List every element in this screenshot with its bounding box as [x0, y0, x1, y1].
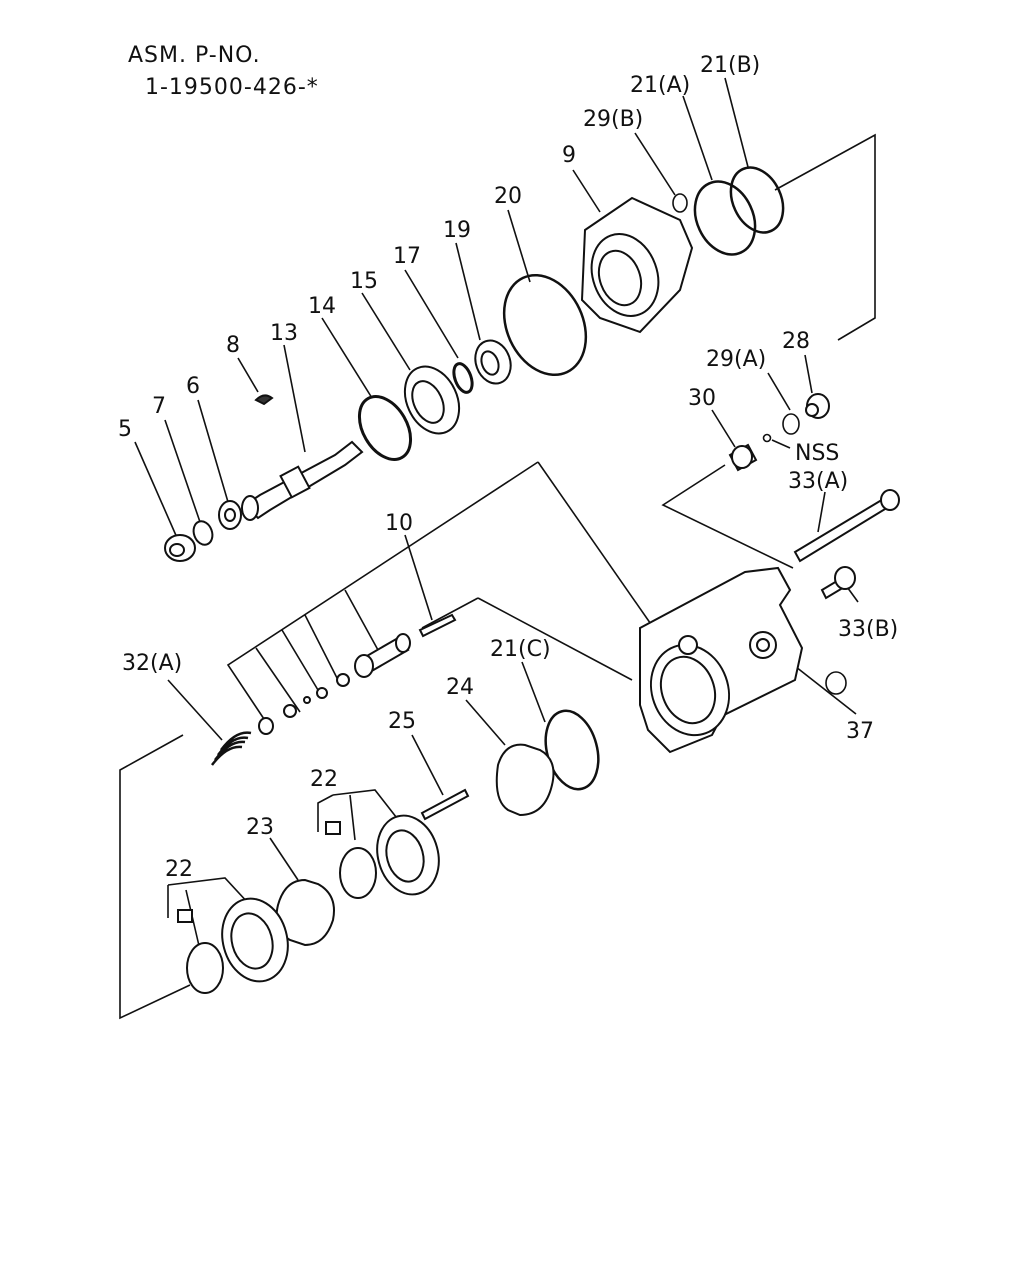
part-25-pin [420, 788, 470, 821]
label-7: 7 [152, 394, 166, 419]
label-9: 9 [562, 143, 576, 168]
part-21a-o-ring [693, 180, 757, 256]
assembly-part-number: 1-19500-426-* [145, 75, 319, 100]
part-nss-ball [762, 433, 772, 443]
part-10-valve-group [258, 613, 457, 735]
label-21b: 21(B) [700, 53, 760, 78]
label-33b: 33(B) [838, 617, 898, 642]
part-33b-bolt [820, 566, 856, 600]
label-10: 10 [385, 511, 413, 536]
label-37: 37 [846, 719, 874, 744]
part-7-snap-ring [192, 520, 214, 546]
part-15-bearing [403, 365, 461, 435]
part-13-shaft [241, 440, 364, 521]
part-22-upper-rotor-set [325, 814, 440, 899]
part-17-snap-ring [452, 362, 474, 394]
label-21c: 21(C) [490, 637, 551, 662]
label-8: 8 [226, 333, 240, 358]
part-33a-bolt [793, 489, 900, 563]
label-30: 30 [688, 386, 716, 411]
label-23: 23 [246, 815, 274, 840]
label-29a: 29(A) [706, 347, 766, 372]
part-14-retaining-ring [357, 395, 413, 461]
label-5: 5 [118, 417, 132, 442]
label-33a: 33(A) [788, 469, 848, 494]
label-29b: 29(B) [583, 107, 643, 132]
part-24-plate [495, 743, 555, 817]
part-22-lower-rotor-set [177, 897, 289, 994]
label-28: 28 [782, 329, 810, 354]
part-29b-o-ring [672, 193, 688, 213]
part-19-seal [474, 339, 512, 385]
label-17: 17 [393, 244, 421, 269]
part-8-key [254, 394, 274, 406]
label-20: 20 [494, 184, 522, 209]
leader-lines [119, 77, 876, 1020]
label-22-upper: 22 [310, 767, 338, 792]
label-14: 14 [308, 294, 336, 319]
part-29a-o-ring [782, 413, 800, 435]
label-22-lower: 22 [165, 857, 193, 882]
part-21b-o-ring [729, 166, 785, 234]
label-21a: 21(A) [630, 73, 690, 98]
assembly-title: ASM. P-NO. [128, 43, 261, 68]
part-labels: 5 7 6 8 13 14 15 17 19 20 9 29(B) 21(A) … [118, 53, 898, 882]
label-32a: 32(A) [122, 651, 182, 676]
part-housing [639, 566, 804, 754]
label-6: 6 [186, 374, 200, 399]
part-9-cover [580, 196, 694, 334]
part-28-plug [805, 393, 830, 419]
label-24: 24 [446, 675, 474, 700]
label-13: 13 [270, 321, 298, 346]
part-5-nut [164, 534, 196, 562]
part-37-o-ring [825, 671, 847, 695]
label-19: 19 [443, 218, 471, 243]
part-30-plug [728, 443, 758, 472]
part-32a-spring [211, 731, 252, 766]
part-6-washer [218, 500, 242, 530]
part-20-o-ring [502, 273, 588, 377]
label-nss: NSS [795, 441, 839, 466]
label-15: 15 [350, 269, 378, 294]
label-25: 25 [388, 709, 416, 734]
